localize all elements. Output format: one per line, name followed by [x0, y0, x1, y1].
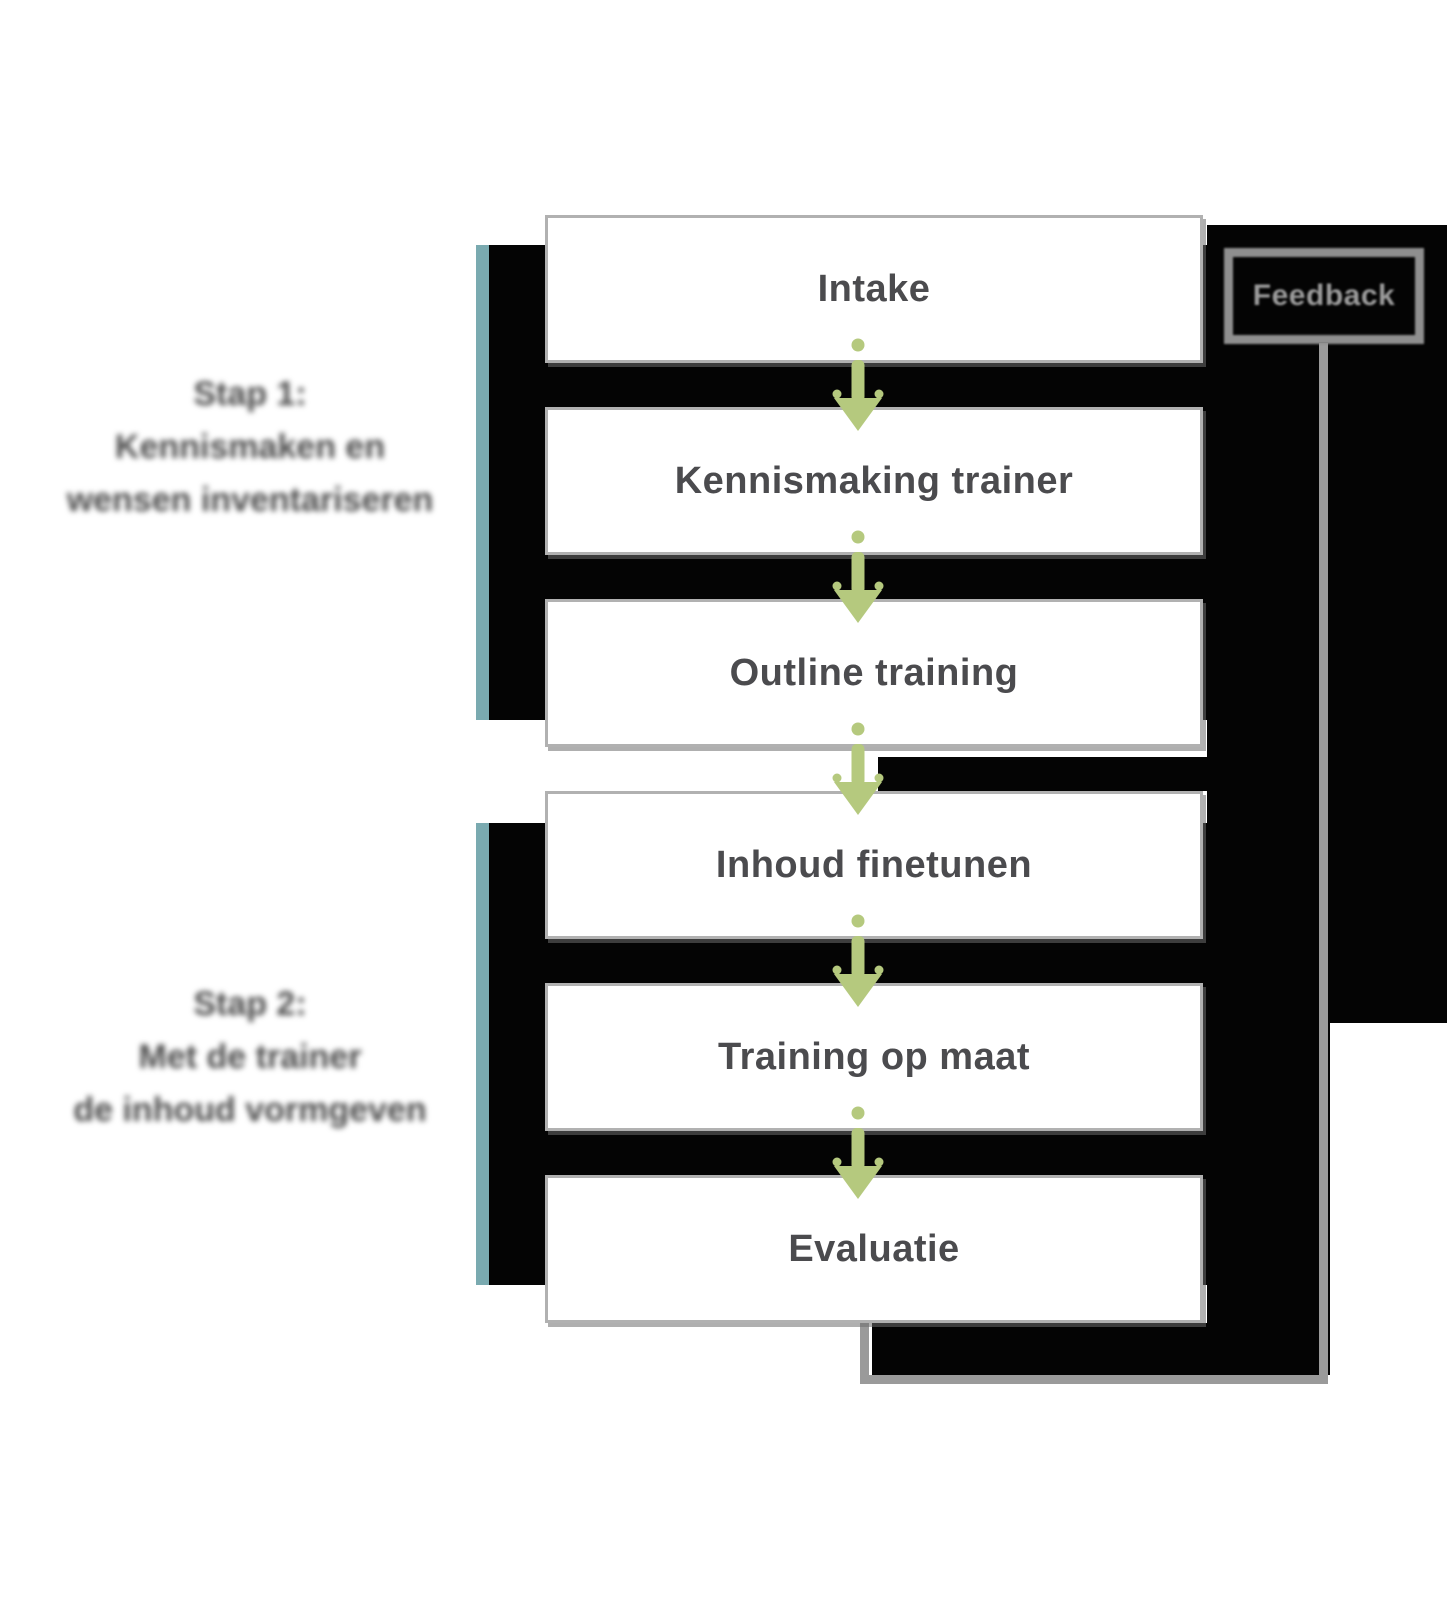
step2-caption-line2: Met de trainer: [138, 1038, 362, 1076]
down-arrow-icon: [832, 722, 884, 815]
feedback-box: Feedback: [1224, 248, 1424, 344]
step2-caption-line1: Stap 2:: [193, 985, 307, 1023]
process-box-inhoud-finetunen-label: Inhoud finetunen: [715, 843, 1033, 886]
feedback-line-vertical: [1319, 343, 1328, 1384]
step2-caption: Stap 2: Met de trainer de inhoud vormgev…: [30, 978, 470, 1137]
step1-caption-line3: wensen inventariseren: [66, 481, 434, 519]
process-box-evaluatie-label: Evaluatie: [788, 1227, 960, 1270]
down-arrow-icon: [832, 338, 884, 431]
feedback-line-from-evaluatie: [860, 1323, 869, 1384]
step1-caption-line2: Kennismaken en: [114, 428, 386, 466]
bottom-band: [872, 1323, 1234, 1375]
feedback-box-label: Feedback: [1252, 279, 1396, 312]
process-box-inhoud-finetunen: Inhoud finetunen: [545, 791, 1203, 939]
process-box-kennismaking-trainer-label: Kennismaking trainer: [674, 459, 1074, 502]
down-arrow-icon: [832, 914, 884, 1007]
process-box-training-op-maat-label: Training op maat: [717, 1035, 1031, 1078]
process-box-intake-label: Intake: [817, 267, 931, 310]
step1-caption: Stap 1: Kennismaken en wensen inventaris…: [30, 368, 470, 527]
process-box-kennismaking-trainer: Kennismaking trainer: [545, 407, 1203, 555]
process-box-outline-training: Outline training: [545, 599, 1203, 747]
down-arrow-icon: [832, 530, 884, 623]
process-box-outline-training-label: Outline training: [729, 651, 1019, 694]
step2-caption-line3: de inhoud vormgeven: [73, 1091, 427, 1129]
down-arrow-icon: [832, 1106, 884, 1199]
process-box-intake: Intake: [545, 215, 1203, 363]
feedback-line-horizontal: [860, 1375, 1328, 1384]
step1-caption-line1: Stap 1:: [193, 375, 307, 413]
between-groups-band: [878, 757, 1208, 791]
process-box-evaluatie: Evaluatie: [545, 1175, 1203, 1323]
process-box-training-op-maat: Training op maat: [545, 983, 1203, 1131]
feedback-column-panel-lower: [1207, 1023, 1330, 1375]
